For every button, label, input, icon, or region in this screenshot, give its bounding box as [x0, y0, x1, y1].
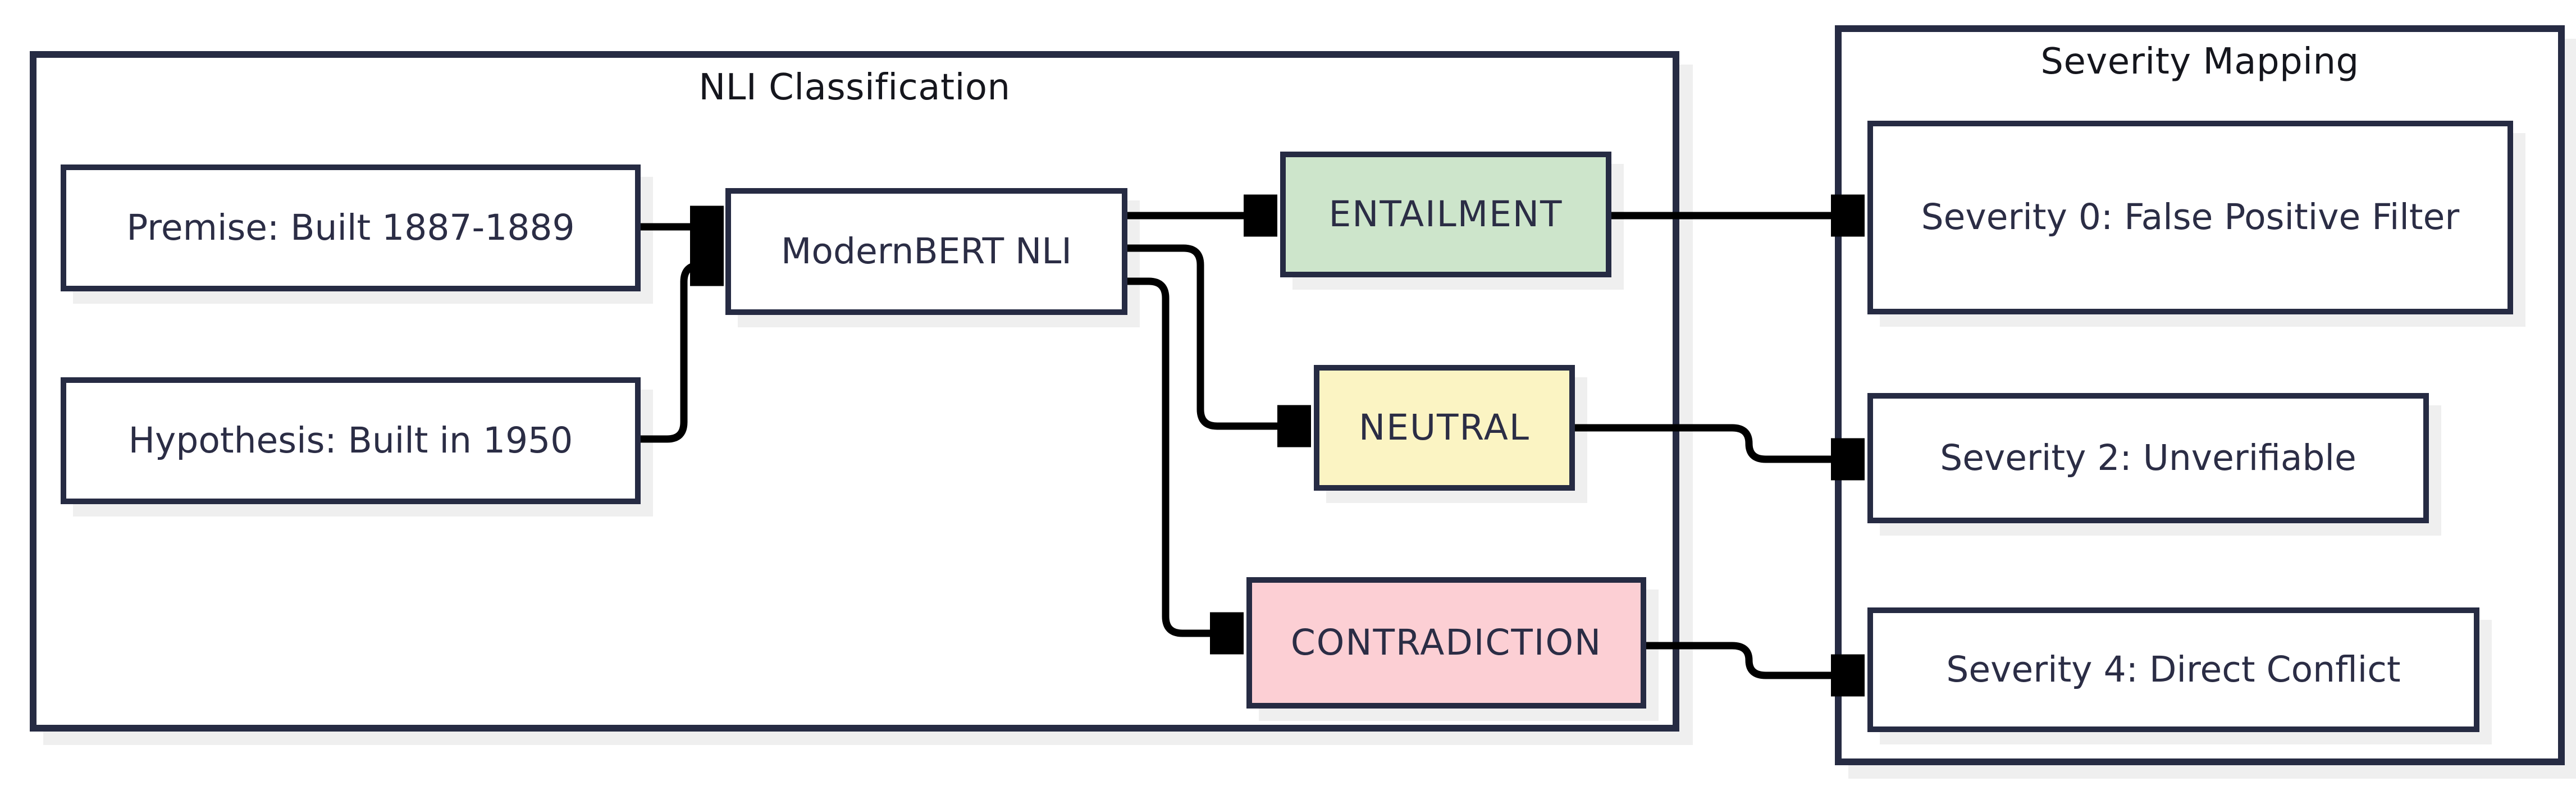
node-severity-4-direct-conflict: Severity 4: Direct Conflict	[1867, 607, 2479, 732]
node-entailment: ENTAILMENT	[1280, 152, 1611, 277]
node-neutral: NEUTRAL	[1314, 365, 1575, 491]
node-contradiction: CONTRADICTION	[1246, 577, 1646, 709]
node-hypothesis: Hypothesis: Built in 1950	[61, 377, 641, 504]
node-premise: Premise: Built 1887-1889	[61, 164, 641, 291]
node-sev2-label: Severity 2: Unverifiable	[1940, 437, 2356, 478]
node-severity-0-false-positive-filter: Severity 0: False Positive Filter	[1867, 121, 2513, 314]
node-entailment-label: ENTAILMENT	[1328, 193, 1563, 235]
group-nli-title: NLI Classification	[698, 67, 1011, 108]
node-neutral-label: NEUTRAL	[1359, 406, 1530, 448]
node-sev4-label: Severity 4: Direct Conflict	[1946, 648, 2401, 690]
group-severity-title: Severity Mapping	[2040, 41, 2359, 83]
node-premise-label: Premise: Built 1887-1889	[126, 207, 575, 248]
node-contradiction-label: CONTRADICTION	[1290, 622, 1602, 663]
node-severity-2-unverifiable: Severity 2: Unverifiable	[1867, 393, 2429, 523]
node-sev0-label: Severity 0: False Positive Filter	[1921, 196, 2460, 238]
node-modernbert-nli: ModernBERT NLI	[725, 188, 1127, 315]
node-modernbert-label: ModernBERT NLI	[781, 230, 1072, 272]
node-hypothesis-label: Hypothesis: Built in 1950	[128, 419, 573, 461]
